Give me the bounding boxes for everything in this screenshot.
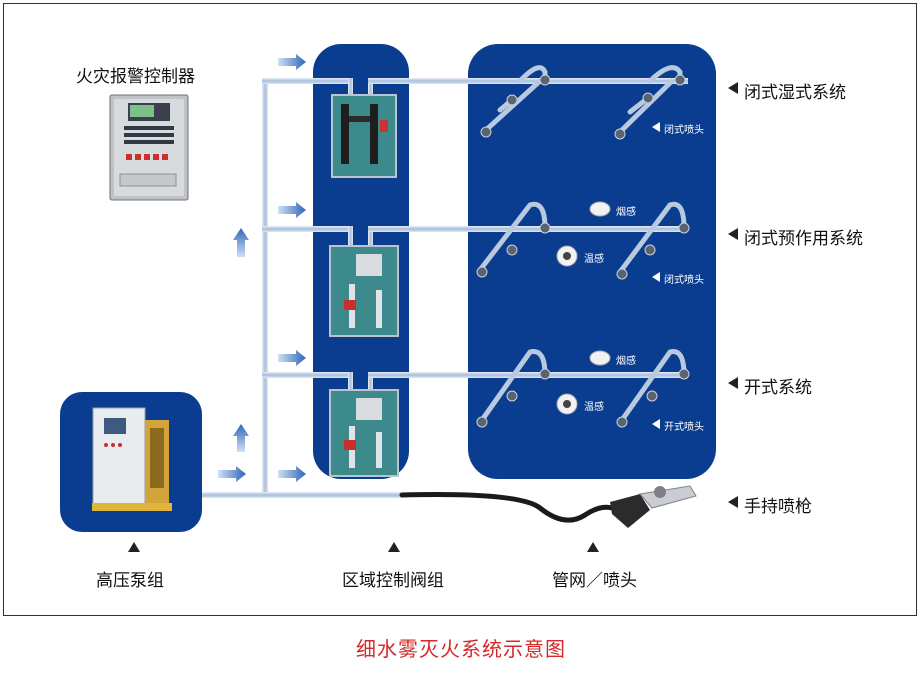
flow-arrows [218,54,306,482]
valve-cabinet-preaction [329,245,399,337]
valve-cabinet-wet [331,94,397,178]
open-nozzle-tag: 开式喷头 [664,422,704,433]
nozzles [476,74,690,428]
smoke-detector-tag-1: 烟感 [616,207,636,218]
closed-nozzle-tag-1: 闭式喷头 [664,125,704,136]
pipe-nozzle-label: 管网／喷头 [552,571,637,591]
smoke-detector-tag-2: 烟感 [616,356,636,367]
open-system-label: 开式系统 [744,378,812,398]
pointer-triangles [128,82,738,552]
valve-cabinet-open [329,389,399,477]
smoke-detector [589,201,611,366]
preaction-system-label: 闭式预作用系统 [744,229,863,249]
pipe-network-panel [468,44,716,479]
pump-station [60,392,202,532]
heat-detector-tag-1: 温感 [584,254,604,265]
heat-detector-tag-2: 温感 [584,402,604,413]
heat-detector [556,245,578,415]
hand-gun-label: 手持喷枪 [744,497,812,517]
hand-spray-gun [399,485,697,528]
fire-alarm-controller-label: 火灾报警控制器 [76,67,195,87]
fire-alarm-controller [109,94,189,201]
valve-group-label: 区域控制阀组 [342,571,444,591]
wet-system-label: 闭式湿式系统 [744,83,846,103]
pump-label: 高压泵组 [96,571,164,591]
diagram-caption: 细水雾灭火系统示意图 [356,637,566,661]
closed-nozzle-tag-2: 闭式喷头 [664,275,704,286]
